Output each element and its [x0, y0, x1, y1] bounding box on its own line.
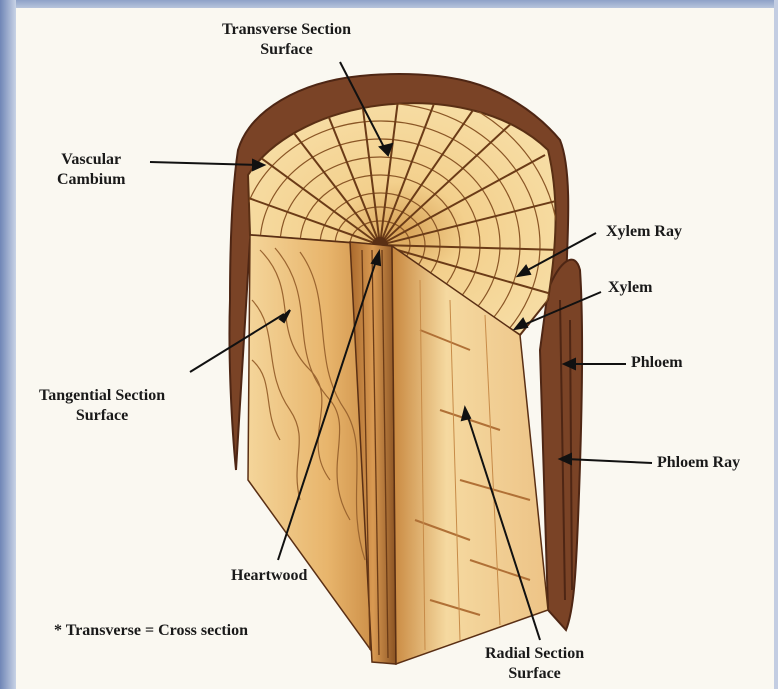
- label-heartwood: Heartwood: [231, 566, 307, 586]
- label-xylem-ray: Xylem Ray: [606, 222, 682, 242]
- label-xylem: Xylem: [608, 278, 652, 298]
- footnote-transverse: * Transverse = Cross section: [54, 621, 248, 641]
- label-phloem-ray: Phloem Ray: [657, 453, 740, 473]
- label-phloem: Phloem: [631, 353, 683, 373]
